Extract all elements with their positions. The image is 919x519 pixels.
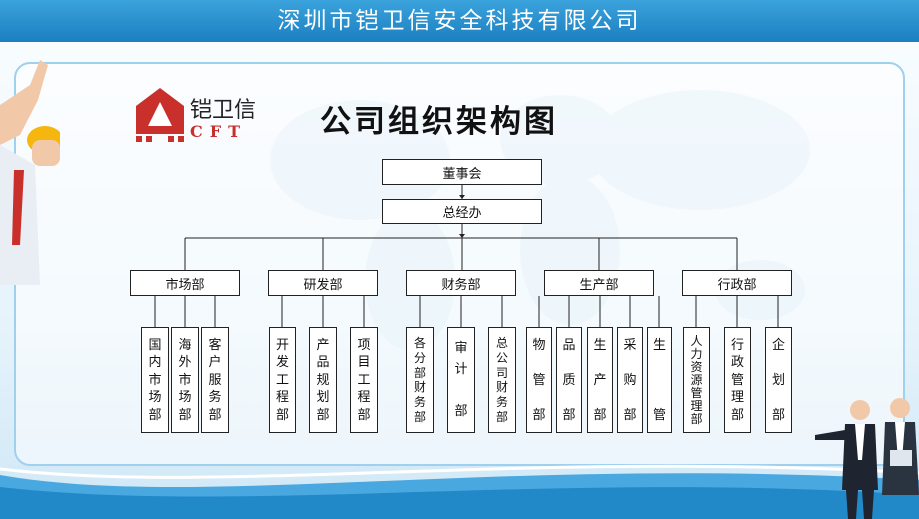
unit-box: 客户服务部 — [201, 327, 229, 433]
unit-box: 生 产 部 — [587, 327, 613, 433]
page-title: 公司组织架构图 — [320, 104, 558, 140]
unit-box: 审计 部 — [447, 327, 475, 433]
unit-box: 行政管理部 — [724, 327, 751, 433]
header-banner — [0, 0, 919, 42]
unit-box: 人力资源管理部 — [683, 327, 710, 433]
logo-name: 铠卫信 — [190, 98, 257, 123]
unit-box: 产品规划部 — [309, 327, 337, 433]
unit-box: 项目工程部 — [350, 327, 378, 433]
department-box: 生产部 — [544, 270, 654, 296]
unit-box: 各分部财务部 — [406, 327, 434, 433]
engineer-illustration — [0, 60, 60, 285]
unit-box: 总公司财务部 — [488, 327, 516, 433]
department-box: 研发部 — [268, 270, 378, 296]
unit-box: 物 管 部 — [526, 327, 552, 433]
company-name: 深圳市铠卫信安全科技有限公司 — [277, 8, 642, 34]
ceo-office-box: 总经办 — [382, 199, 542, 224]
department-box: 行政部 — [682, 270, 792, 296]
board-box: 董事会 — [382, 159, 542, 185]
department-box: 市场部 — [130, 270, 240, 296]
department-box: 财务部 — [406, 270, 516, 296]
unit-box: 国内市场部 — [141, 327, 169, 433]
unit-box: 企 划 部 — [765, 327, 792, 433]
logo-abbr: CFT — [190, 122, 247, 141]
unit-box: 生 管 — [647, 327, 672, 433]
unit-box: 采 购 部 — [617, 327, 643, 433]
unit-box: 开发工程部 — [269, 327, 296, 433]
unit-box: 海外市场部 — [171, 327, 199, 433]
wave-decoration — [0, 464, 919, 519]
business-people-illustration — [815, 398, 919, 519]
company-logo — [136, 88, 184, 142]
unit-box: 品 质 部 — [556, 327, 582, 433]
